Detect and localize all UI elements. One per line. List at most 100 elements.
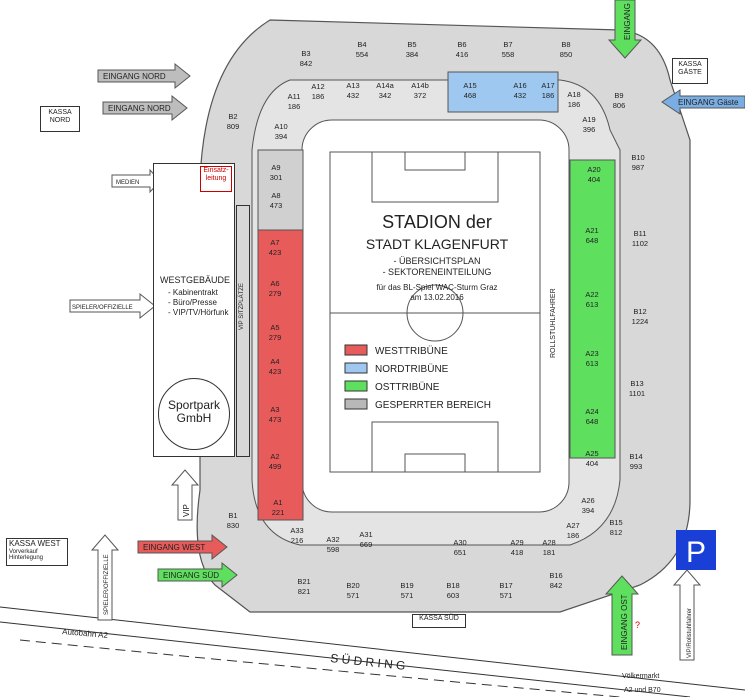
eingang-top-label: EINGANG bbox=[623, 3, 632, 40]
west-stand-closed-top bbox=[257, 149, 304, 231]
sector-name: A11 bbox=[288, 92, 301, 101]
legend-label: NORDTRIBÜNE bbox=[375, 363, 449, 375]
sector-capacity: 1101 bbox=[629, 389, 645, 398]
sector-capacity: 181 bbox=[543, 548, 556, 557]
sector-capacity: 554 bbox=[356, 50, 369, 59]
sector-capacity: 613 bbox=[586, 300, 599, 309]
sector-name: A28 bbox=[542, 538, 555, 547]
vip-rollstuhl-arrow: VIP/Rollstuhlfahrer bbox=[672, 569, 702, 661]
eingang-nord-2-label: EINGANG NORD bbox=[108, 104, 171, 113]
kassa-gaeste-label: KASSA GÄSTE bbox=[678, 61, 702, 76]
kassa-nord-box: KASSA NORD bbox=[40, 106, 80, 132]
legend-label: WESTTRIBÜNE bbox=[375, 345, 448, 357]
center-circle bbox=[406, 284, 464, 342]
eingang-sued-arrow-shape bbox=[157, 561, 238, 589]
sector-capacity: 571 bbox=[500, 591, 513, 600]
sector-name: A26 bbox=[581, 496, 594, 505]
sector-name: A15 bbox=[463, 81, 476, 90]
sector-name: A19 bbox=[582, 115, 595, 124]
sector-capacity: 809 bbox=[227, 122, 240, 131]
kassa-west-sub1: Vorverkauf bbox=[9, 548, 38, 555]
sector-capacity: 423 bbox=[269, 248, 282, 257]
sector-capacity: 806 bbox=[613, 101, 626, 110]
legend-item: WESTTRIBÜNE bbox=[344, 344, 448, 357]
title-sub-3: für das BL-Spiel WAC-Sturm Graz bbox=[376, 283, 497, 292]
sector-layer: A9301A8473A7423A6279A5279A4423A3473A2499… bbox=[227, 40, 649, 600]
sector-name: A24 bbox=[585, 407, 598, 416]
sector-name: B4 bbox=[357, 40, 366, 49]
sector-capacity: 571 bbox=[401, 591, 414, 600]
sector-name: B17 bbox=[499, 581, 512, 590]
sector-name: A18 bbox=[567, 90, 580, 99]
kassa-sued-box: KASSA SÜD bbox=[412, 614, 466, 628]
eingang-west-arrow-shape bbox=[137, 533, 228, 561]
sector-capacity: 416 bbox=[456, 50, 469, 59]
vip-rollstuhl-label: VIP/Rollstuhlfahrer bbox=[687, 608, 693, 658]
sector-name: B21 bbox=[297, 577, 310, 586]
vip-arrow-shape bbox=[170, 469, 200, 521]
sector-capacity: 221 bbox=[272, 508, 285, 517]
autobahn-road-line bbox=[0, 606, 745, 691]
sector-capacity: 394 bbox=[582, 506, 595, 515]
sector-name: B10 bbox=[631, 153, 644, 162]
spieler-offizielle-arrow: SPIELER/OFFIZIELLE bbox=[69, 292, 156, 320]
sector-capacity: 651 bbox=[454, 548, 467, 557]
west-item-2: - Büro/Presse bbox=[168, 298, 217, 307]
legend-swatch bbox=[344, 380, 368, 392]
title-sub-4: am 13.02.2016 bbox=[410, 293, 464, 302]
sector-capacity: 372 bbox=[414, 91, 427, 100]
kassa-west-box: KASSA WEST Vorverkauf Hinterlegung bbox=[6, 538, 68, 566]
sector-capacity: 418 bbox=[511, 548, 524, 557]
legend-swatch bbox=[344, 398, 368, 410]
sector-name: A10 bbox=[274, 122, 287, 131]
parking-label: P bbox=[686, 536, 706, 569]
vip-rollstuhl-arrow-shape bbox=[672, 569, 702, 661]
vip-label: VIP bbox=[182, 504, 191, 517]
sector-capacity: 993 bbox=[630, 462, 643, 471]
sector-name: B1 bbox=[228, 511, 237, 520]
rollstuhlfahrer-label: ROLLSTUHLFAHRER bbox=[550, 288, 557, 358]
sector-capacity: 279 bbox=[269, 333, 282, 342]
field-surround bbox=[301, 119, 570, 513]
sector-capacity: 404 bbox=[588, 175, 601, 184]
sector-capacity: 423 bbox=[269, 367, 282, 376]
sector-name: A16 bbox=[513, 81, 526, 90]
kassa-nord-label: KASSA NORD bbox=[48, 109, 72, 124]
sector-name: B16 bbox=[549, 571, 562, 580]
westgebaeude-title: WESTGEBÄUDE bbox=[160, 275, 231, 285]
voelkermarkt-label-1: Völkermarkt bbox=[622, 673, 659, 680]
entry-arrows: EINGANG NORD EINGANG NORD EINGANG Gäste … bbox=[69, 0, 745, 661]
sector-capacity: 186 bbox=[312, 92, 325, 101]
sector-name: B13 bbox=[630, 379, 643, 388]
suedring-label: S Ü D R I N G bbox=[330, 651, 406, 673]
sector-capacity: 842 bbox=[550, 581, 563, 590]
sector-name: A6 bbox=[270, 279, 279, 288]
sector-name: B8 bbox=[561, 40, 570, 49]
sector-capacity: 342 bbox=[379, 91, 392, 100]
sector-capacity: 186 bbox=[288, 102, 301, 111]
sector-name: A21 bbox=[585, 226, 598, 235]
sector-capacity: 669 bbox=[360, 540, 373, 549]
einsatzleitung-box: Einsatz- leitung bbox=[200, 166, 232, 192]
